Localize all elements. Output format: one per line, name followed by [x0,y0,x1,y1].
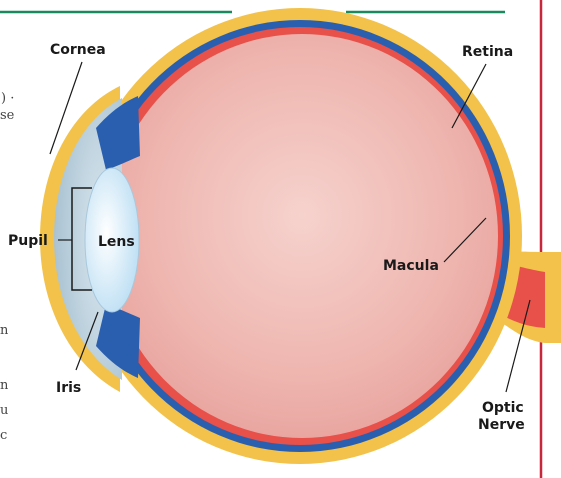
page-text-fragment: u [0,403,8,418]
retina-label: Retina [462,44,513,60]
optic-label-line2: Nerve [478,417,525,433]
page-text-fragment: se [0,108,15,123]
page-text-fragment: c [0,428,7,443]
pupil-label: Pupil [8,233,48,249]
page-text-fragment: n [0,323,9,338]
optic-label-line1: Optic [482,400,524,416]
vitreous-body [106,34,498,438]
page-text-fragment: ) · [1,91,14,106]
page-text-fragment: n [0,378,9,393]
lens-label: Lens [98,234,135,250]
macula-label: Macula [383,258,439,274]
iris-label: Iris [56,380,81,396]
cornea-label: Cornea [50,42,106,58]
